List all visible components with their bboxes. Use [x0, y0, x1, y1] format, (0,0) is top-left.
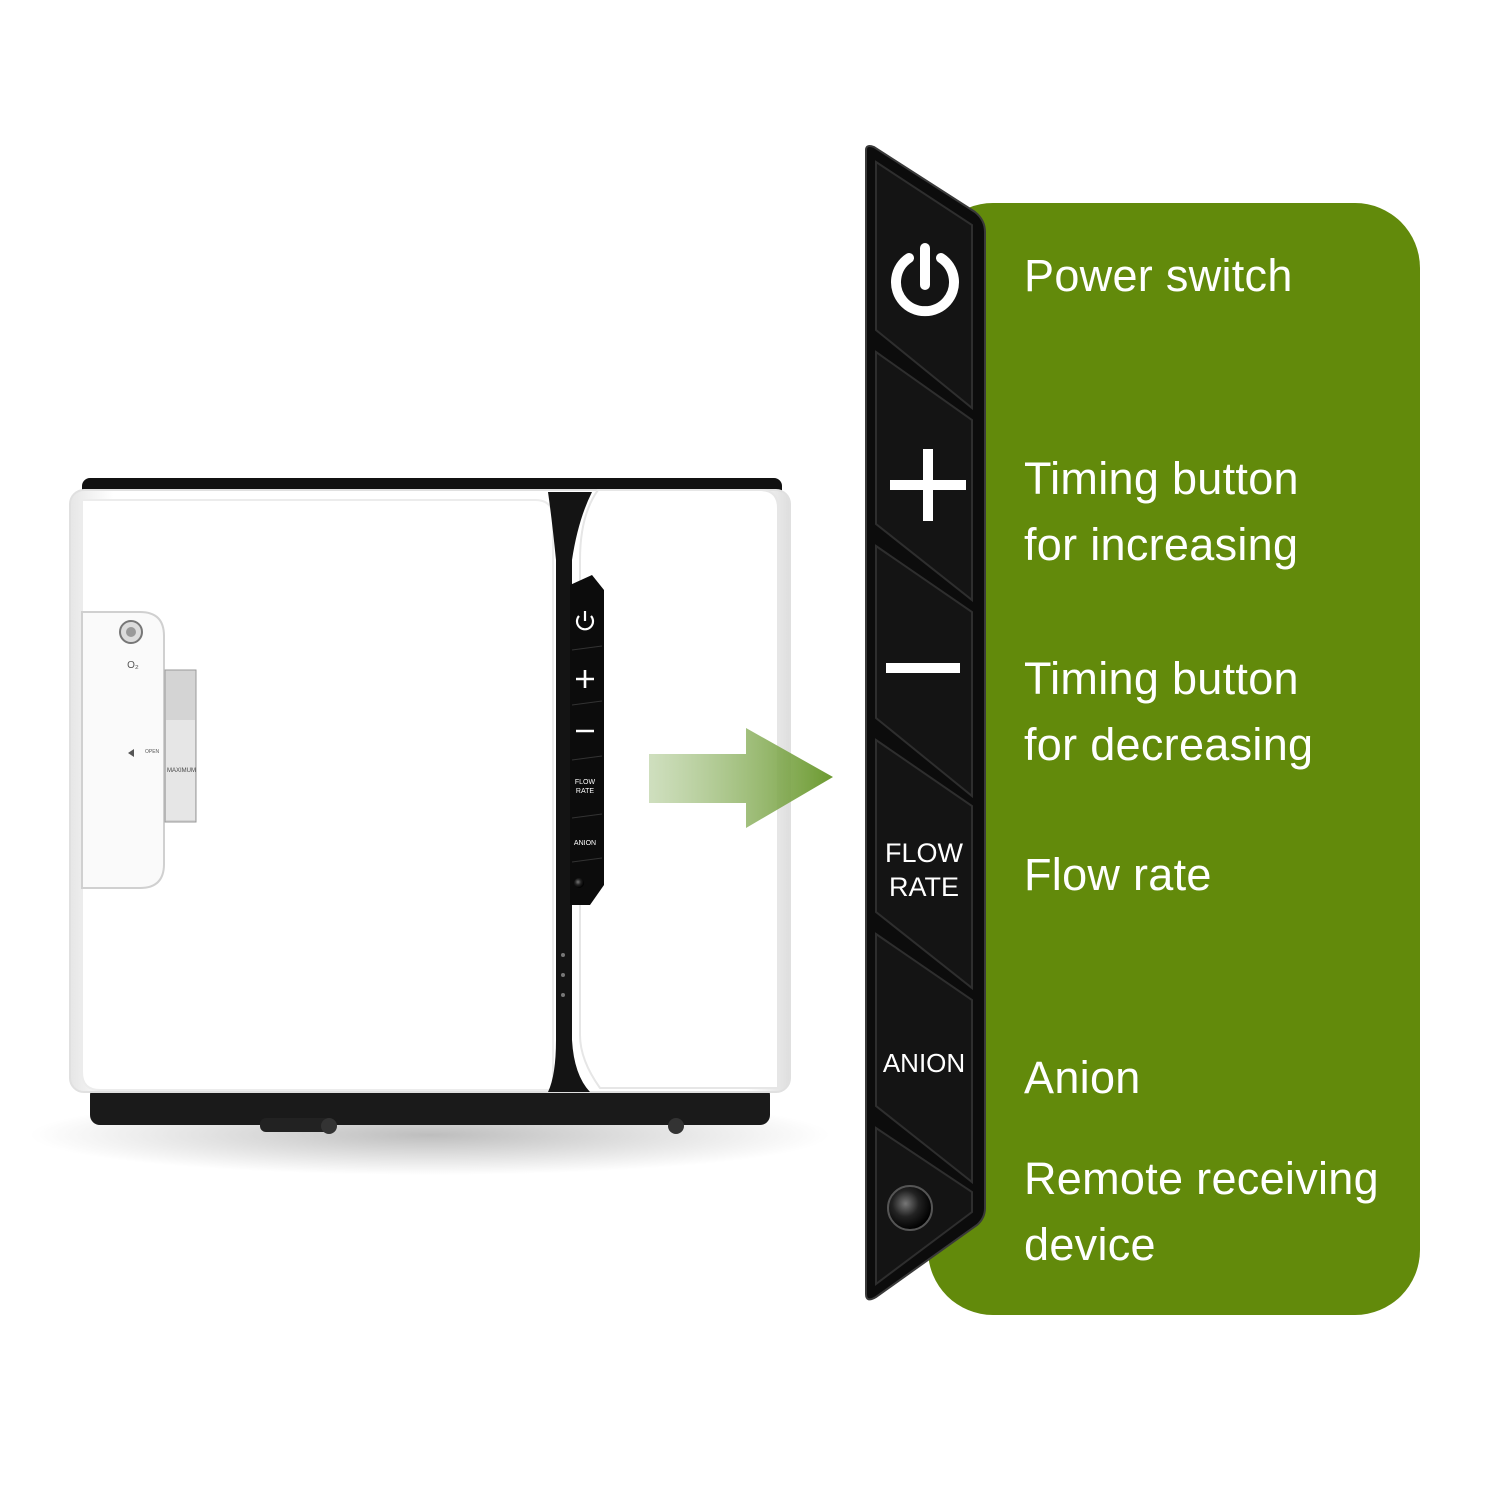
device-sensor-icon: [574, 878, 584, 888]
feature-callout-box: [928, 203, 1420, 1315]
humidifier-compartment: [81, 611, 165, 889]
open-arrow-icon: [128, 749, 134, 757]
o2-label: O₂: [127, 660, 139, 671]
feature-label-timing-increase: Timing button for increasing: [1024, 453, 1299, 570]
strip-anion-label: ANION: [882, 1048, 966, 1078]
device-power-icon: [575, 611, 595, 631]
device-status-dots: [561, 953, 565, 997]
device-plus-icon: [576, 670, 594, 688]
strip-flow-rate-label: FLOW RATE: [885, 838, 963, 902]
foot-right: [668, 1118, 684, 1134]
enlarged-control-strip: [865, 145, 986, 1301]
open-label: OPEN: [145, 749, 160, 755]
humidifier-water: [166, 720, 195, 820]
feature-label-remote-receiver: Remote receiving device: [1024, 1153, 1379, 1270]
maximum-label: MAXIMUM: [167, 768, 196, 774]
foot-mid: [321, 1118, 337, 1134]
power-icon: [891, 243, 959, 317]
feature-label-flow-rate: Flow rate: [1024, 849, 1212, 900]
feature-label-anion: Anion: [1024, 1052, 1141, 1103]
foot-left: [260, 1118, 330, 1132]
plus-icon: [890, 449, 966, 521]
feature-label-power-switch: Power switch: [1024, 250, 1293, 301]
device-base: [90, 1085, 770, 1125]
arrow-icon: [649, 728, 833, 828]
device-panel-dividers: [571, 645, 603, 863]
device-control-panel: [570, 575, 604, 905]
sensor-icon: [887, 1185, 933, 1231]
strip-segments: [875, 160, 973, 1286]
device-anion-label: ANION: [574, 840, 596, 847]
feature-label-timing-decrease: Timing button for decreasing: [1024, 653, 1314, 770]
